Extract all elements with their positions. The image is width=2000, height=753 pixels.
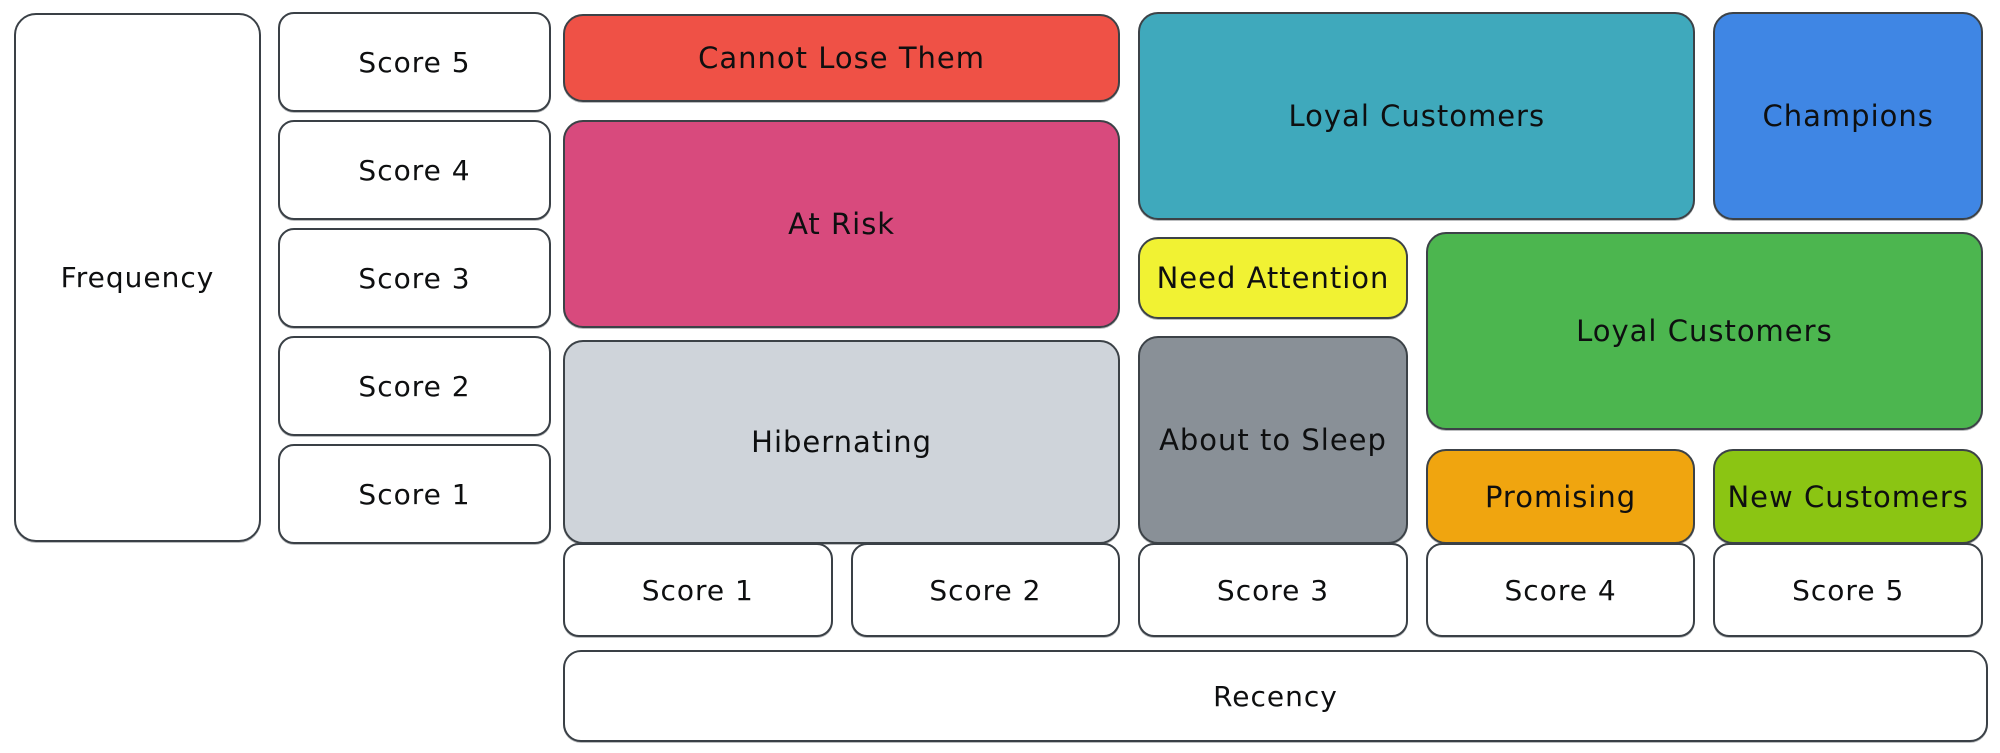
frequency-score-3-label: Score 3 <box>358 261 471 295</box>
segment-grid: Cannot Lose Them At Risk Hibernating Loy… <box>563 12 1983 544</box>
frequency-score-4-box: Score 4 <box>278 120 551 220</box>
segment-new-customers: New Customers <box>1713 449 1983 544</box>
segment-cannot-lose-them-label: Cannot Lose Them <box>698 41 986 75</box>
x-axis-label: Recency <box>1213 679 1338 713</box>
x-axis-recency-box: Recency <box>563 650 1988 742</box>
segment-hibernating: Hibernating <box>563 340 1121 544</box>
recency-score-5-box: Score 5 <box>1713 543 1983 637</box>
segment-about-to-sleep: About to Sleep <box>1138 336 1408 544</box>
segment-promising: Promising <box>1425 449 1696 544</box>
frequency-score-4-label: Score 4 <box>358 153 471 187</box>
segment-loyal-customers-teal: Loyal Customers <box>1138 12 1696 220</box>
frequency-score-5-box: Score 5 <box>278 12 551 112</box>
recency-score-2-box: Score 2 <box>850 543 1121 637</box>
segment-at-risk: At Risk <box>563 120 1121 328</box>
frequency-score-2-label: Score 2 <box>358 369 471 403</box>
segment-champions-label: Champions <box>1762 99 1934 133</box>
frequency-score-1-label: Score 1 <box>358 477 471 511</box>
segment-promising-label: Promising <box>1484 479 1637 514</box>
recency-score-1-label: Score 1 <box>641 573 754 607</box>
recency-score-3-box: Score 3 <box>1138 543 1408 637</box>
recency-score-2-label: Score 2 <box>929 573 1042 607</box>
segment-cannot-lose-them: Cannot Lose Them <box>563 14 1121 102</box>
y-axis-label: Frequency <box>60 261 215 294</box>
frequency-score-2-box: Score 2 <box>278 336 551 436</box>
y-axis-frequency-box: Frequency <box>14 13 261 542</box>
segment-hibernating-label: Hibernating <box>751 425 933 459</box>
recency-score-4-label: Score 4 <box>1504 573 1617 607</box>
segment-loyal-customers-teal-label: Loyal Customers <box>1288 99 1546 133</box>
segment-new-customers-label: New Customers <box>1727 479 1969 514</box>
segment-need-attention-label: Need Attention <box>1156 261 1390 295</box>
segment-loyal-customers-green-label: Loyal Customers <box>1576 314 1833 348</box>
recency-score-row: Score 1 Score 2 Score 3 Score 4 Score 5 <box>563 543 1983 637</box>
recency-score-5-label: Score 5 <box>1792 573 1905 607</box>
recency-score-4-box: Score 4 <box>1425 543 1696 637</box>
segment-at-risk-label: At Risk <box>788 207 896 241</box>
segment-champions: Champions <box>1713 12 1983 220</box>
frequency-score-3-box: Score 3 <box>278 228 551 328</box>
frequency-score-column: Score 5 Score 4 Score 3 Score 2 Score 1 <box>278 12 551 544</box>
segment-loyal-customers-green: Loyal Customers <box>1425 232 1983 430</box>
frequency-score-5-label: Score 5 <box>358 45 471 79</box>
segment-about-to-sleep-label: About to Sleep <box>1159 423 1387 457</box>
frequency-score-1-box: Score 1 <box>278 444 551 544</box>
recency-score-1-box: Score 1 <box>563 543 833 637</box>
recency-score-3-label: Score 3 <box>1216 573 1330 607</box>
segment-need-attention: Need Attention <box>1138 237 1408 319</box>
